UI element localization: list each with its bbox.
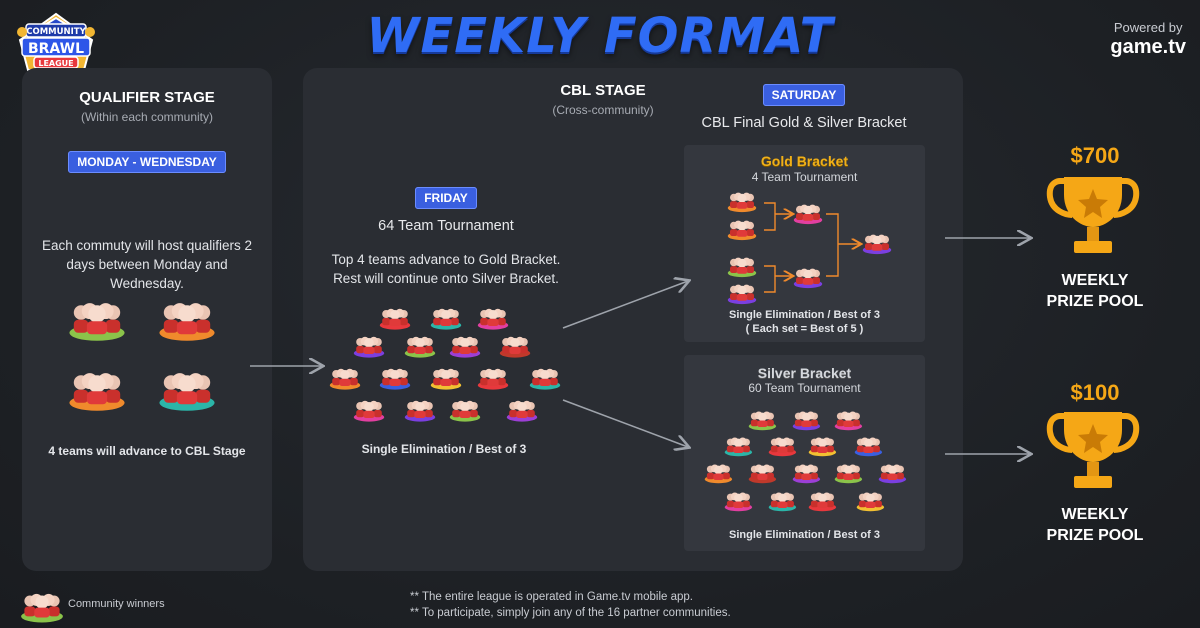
community-winners-icon xyxy=(449,334,481,363)
qualifier-advance-text: 4 teams will advance to CBL Stage xyxy=(48,444,246,458)
community-winners-icon xyxy=(878,462,907,489)
community-winners-icon xyxy=(727,282,757,310)
community-winners-icon xyxy=(477,366,509,395)
community-winners-icon xyxy=(20,590,64,628)
saturday-badge-wrap: SATURDAY xyxy=(704,84,904,106)
silver-prize-amount: $100 xyxy=(1070,380,1120,405)
community-winners-icon xyxy=(449,398,481,427)
community-winners-icon xyxy=(793,266,823,294)
cbl-title: CBL STAGE xyxy=(560,82,646,99)
community-winners-icon xyxy=(792,409,821,436)
powered-by-block: Powered by game.tv xyxy=(1110,20,1186,59)
community-winners-icon xyxy=(808,435,837,462)
community-winners-icon xyxy=(379,306,411,335)
brand-name: game.tv xyxy=(1110,36,1186,58)
gold-format-2: ( Each set = Best of 5 ) xyxy=(745,323,864,335)
community-winners-icon xyxy=(158,298,216,347)
gold-prize-label-1: WEEKLY xyxy=(1061,272,1129,289)
silver-bracket-title: Silver Bracket xyxy=(757,365,852,381)
community-winners-icon xyxy=(430,306,462,335)
community-winners-icon xyxy=(856,490,885,517)
community-winners-icon xyxy=(353,334,385,363)
silver-prize-label-1: WEEKLY xyxy=(1061,506,1129,523)
community-winners-icon xyxy=(768,435,797,462)
arrow-to-gold xyxy=(562,281,688,329)
legend-label: Community winners xyxy=(68,598,165,610)
community-winners-icon xyxy=(834,462,863,489)
friday-description-2: Rest will continue onto Silver Bracket. xyxy=(333,271,559,286)
friday-badge: FRIDAY xyxy=(415,187,477,209)
community-winners-icon xyxy=(379,366,411,395)
community-winners-icon xyxy=(854,435,883,462)
trophy-icon xyxy=(1046,175,1140,264)
qualifier-badge-wrap: MONDAY - WEDNESDAY xyxy=(22,151,272,173)
community-winners-icon xyxy=(68,298,126,347)
community-winners-icon xyxy=(158,368,216,417)
community-winners-icon xyxy=(404,334,436,363)
community-winners-icon xyxy=(506,398,538,427)
community-winners-icon xyxy=(793,202,823,230)
gold-format-1: Single Elimination / Best of 3 xyxy=(729,309,880,321)
community-winners-icon xyxy=(792,462,821,489)
community-winners-icon xyxy=(727,190,757,218)
footer-line-1: ** The entire league is operated in Game… xyxy=(410,591,693,603)
qualifier-title: QUALIFIER STAGE xyxy=(79,89,215,106)
community-winners-icon xyxy=(704,462,733,489)
qualifier-description: Each commuty will host qualifiers 2 days… xyxy=(41,238,253,291)
powered-by-label: Powered by xyxy=(1113,20,1183,35)
community-winners-icon xyxy=(68,368,126,417)
community-winners-icon xyxy=(353,398,385,427)
footer-line-2: ** To participate, simply join any of th… xyxy=(410,607,731,619)
community-winners-icon xyxy=(499,334,531,363)
community-winners-icon xyxy=(724,490,753,517)
gold-bracket-subtitle: 4 Team Tournament xyxy=(751,170,858,184)
qualifier-subtitle: (Within each community) xyxy=(80,110,214,124)
logo-text-brawl: BRAWL xyxy=(28,41,84,57)
silver-bracket-panel xyxy=(684,355,925,551)
community-winners-icon xyxy=(834,409,863,436)
community-winners-icon xyxy=(748,462,777,489)
community-winners-icon xyxy=(329,366,361,395)
page-title: WEEKLY FORMAT xyxy=(366,8,834,64)
community-winners-icon xyxy=(768,490,797,517)
cbl-logo: COMMUNITY BRAWL LEAGUE xyxy=(12,10,100,84)
gold-bracket-lines xyxy=(764,202,860,293)
silver-format: Single Elimination / Best of 3 xyxy=(729,529,880,541)
community-winners-icon xyxy=(430,366,462,395)
saturday-title: CBL Final Gold & Silver Bracket xyxy=(701,115,907,131)
cbl-subtitle: (Cross-community) xyxy=(552,103,654,117)
trophy-icon xyxy=(1046,410,1140,499)
logo-text-community: COMMUNITY xyxy=(26,27,86,37)
friday-title: 64 Team Tournament xyxy=(378,218,514,234)
gold-prize-amount: $700 xyxy=(1070,143,1120,168)
community-winners-icon xyxy=(724,435,753,462)
logo-text-league: LEAGUE xyxy=(38,59,73,68)
community-winners-icon xyxy=(529,366,561,395)
saturday-badge: SATURDAY xyxy=(762,84,846,106)
gold-bracket-title: Gold Bracket xyxy=(760,153,849,169)
qualifier-day-badge: MONDAY - WEDNESDAY xyxy=(68,151,226,173)
community-winners-icon xyxy=(727,218,757,246)
gold-prize-label-2: PRIZE POOL xyxy=(1046,293,1144,310)
arrow-to-silver xyxy=(562,399,688,447)
silver-prize-label-2: PRIZE POOL xyxy=(1046,527,1144,544)
community-winners-icon xyxy=(808,490,837,517)
community-winners-icon xyxy=(404,398,436,427)
friday-description-1: Top 4 teams advance to Gold Bracket. xyxy=(331,252,561,267)
community-winners-icon xyxy=(727,255,757,283)
community-winners-icon xyxy=(862,232,892,260)
community-winners-icon xyxy=(477,306,509,335)
friday-badge-wrap: FRIDAY xyxy=(346,187,546,209)
silver-bracket-subtitle: 60 Team Tournament xyxy=(748,381,861,395)
friday-format: Single Elimination / Best of 3 xyxy=(361,442,527,456)
community-winners-icon xyxy=(748,409,777,436)
